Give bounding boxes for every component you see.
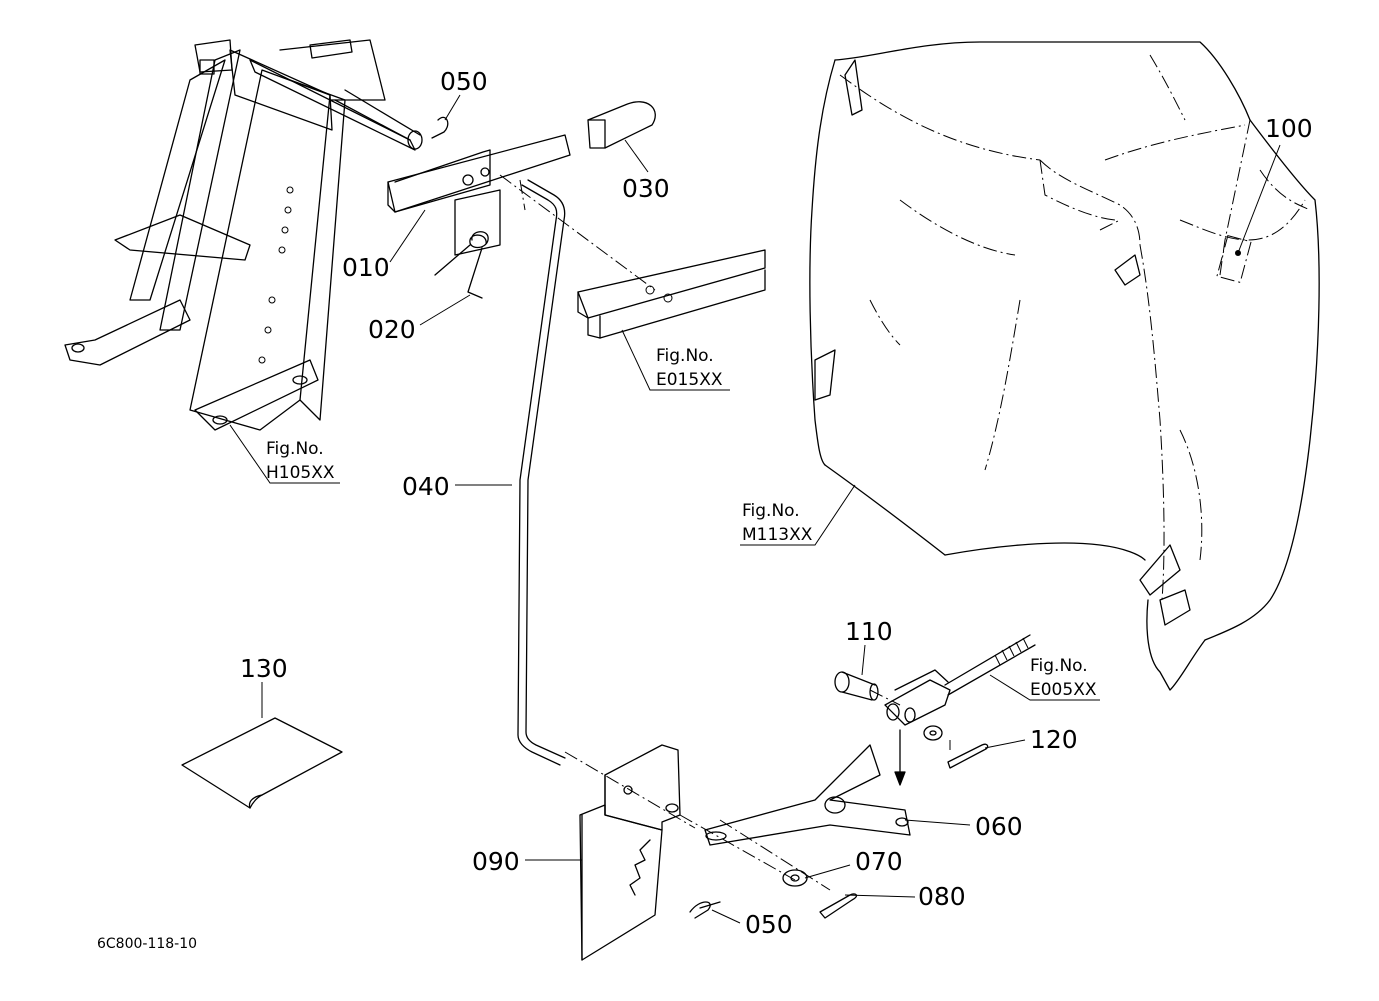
part-010-lever-guide <box>387 134 571 256</box>
fig-ref-m113: Fig.No. M113XX <box>740 484 856 546</box>
ref-m113-cover <box>809 41 1320 691</box>
pin-top <box>334 89 449 150</box>
callout-060: 060 <box>975 812 1023 841</box>
part-040-rod <box>517 179 566 766</box>
ref-e005-clevis <box>884 634 1036 786</box>
fig-ref-m113-code: M113XX <box>742 525 813 545</box>
part-060-lever-arm <box>704 744 911 846</box>
callout-120: 120 <box>1030 725 1078 754</box>
part-070-washer <box>782 869 808 887</box>
callout-090: 090 <box>472 847 520 876</box>
callout-130: 130 <box>240 654 288 683</box>
drawing-code: 6C800-118-10 <box>97 936 197 952</box>
callout-110: 110 <box>845 617 893 646</box>
part-130-label-sheet <box>181 717 343 809</box>
part-030-knob <box>587 101 656 149</box>
part-020-spring <box>434 231 489 299</box>
part-110-pin <box>834 671 879 701</box>
frame-bracket <box>64 39 416 431</box>
fig-ref-e015: Fig.No. E015XX <box>621 329 730 391</box>
fig-ref-e015-label: Fig.No. <box>656 346 714 366</box>
fig-ref-h105-label: Fig.No. <box>266 439 324 459</box>
fig-ref-e015-code: E015XX <box>656 370 723 390</box>
ref-e015-guide <box>577 249 766 339</box>
part-080-cotter-pin <box>819 893 858 919</box>
fig-ref-e005: Fig.No. E005XX <box>989 656 1100 701</box>
fig-ref-m113-label: Fig.No. <box>742 501 800 521</box>
fig-ref-h105-code: H105XX <box>266 463 335 483</box>
callout-030: 030 <box>622 174 670 203</box>
part-120-cotter <box>923 725 989 769</box>
callout-070: 070 <box>855 847 903 876</box>
part-090-bracket <box>579 744 681 961</box>
callout-050-bottom: 050 <box>745 910 793 939</box>
callout-050-top: 050 <box>440 67 488 96</box>
callout-100: 100 <box>1265 114 1313 143</box>
fig-ref-e005-label: Fig.No. <box>1030 656 1088 676</box>
callout-080: 080 <box>918 882 966 911</box>
part-050-clip-bottom <box>689 901 721 919</box>
callout-020: 020 <box>368 315 416 344</box>
fig-ref-h105: Fig.No. H105XX <box>229 424 340 484</box>
callout-040: 040 <box>402 472 450 501</box>
fig-ref-e005-code: E005XX <box>1030 680 1097 700</box>
callout-010: 010 <box>342 253 390 282</box>
